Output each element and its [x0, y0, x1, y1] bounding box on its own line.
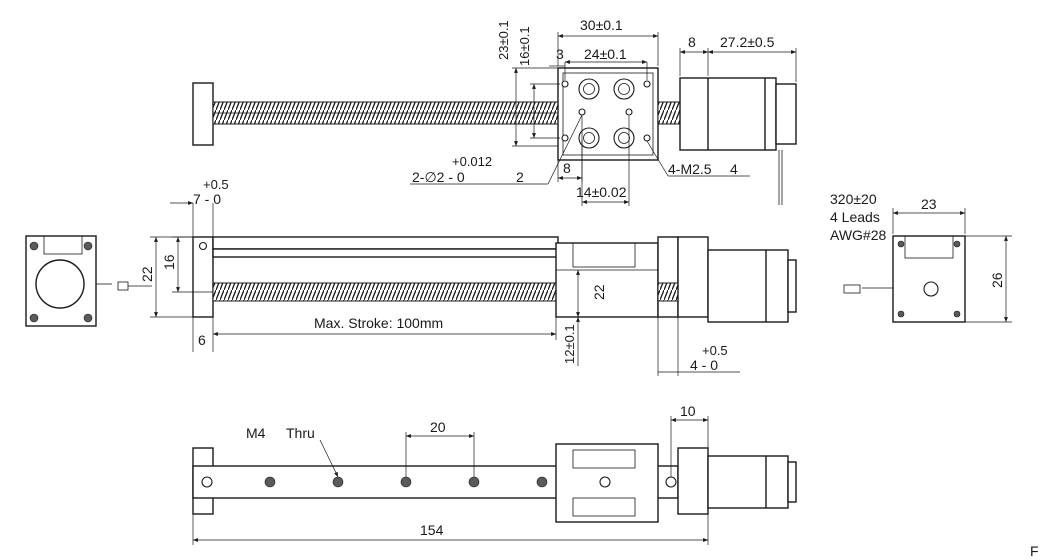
dim-edge-3: 3 [556, 46, 564, 62]
dim-offset-8: 8 [563, 160, 571, 176]
cable-gauge: AWG#28 [830, 227, 886, 243]
top-view: 30±0.1 8 27.2±0.5 24±0.1 3 23±0.1 16±0.1… [192, 17, 797, 206]
dim-height-23: 23±0.1 [496, 20, 511, 60]
dim-motor-gap: 8 [688, 34, 696, 50]
dim-tol-left: +0.5 [203, 177, 229, 192]
dim-height-16: 16±0.1 [517, 26, 532, 66]
dim-len-left: 7 - 0 [193, 191, 221, 207]
dim-len-right: 4 - 0 [690, 357, 718, 373]
rail [212, 236, 559, 250]
stepper-motor [707, 249, 789, 323]
mount-hole [613, 78, 635, 100]
dim-height-22-left: 22 [139, 266, 155, 282]
dim-spacing-14: 14±0.02 [576, 184, 627, 200]
dim-hole-spacing: 24±0.1 [584, 46, 627, 62]
end-view: 320±20 4 Leads AWG#28 23 26 [830, 191, 1012, 323]
bottom-view: M4 Thru 20 10 154 [192, 403, 797, 545]
dim-total-154: 154 [420, 522, 444, 538]
dim-pin-label: 2-∅2 - 0 [412, 169, 465, 185]
dim-thread-thru: Thru [286, 425, 315, 441]
cable-length: 320±20 [830, 191, 877, 207]
stepper-motor [679, 77, 777, 151]
dim-offset-12: 12±0.1 [562, 324, 577, 364]
dim-height-16-left: 16 [161, 254, 177, 270]
dim-carriage-22: 22 [591, 284, 607, 300]
end-block-left [192, 82, 214, 146]
dim-width-23: 23 [921, 196, 937, 212]
side-view: +0.5 7 - 0 6 22 16 Max. Stroke: 100mm 22… [25, 177, 797, 376]
end-view-block [892, 235, 966, 323]
mount-hole [578, 127, 600, 149]
dim-pitch-20: 20 [430, 419, 446, 435]
dim-height-26: 26 [989, 272, 1005, 288]
dim-thread-m4: M4 [246, 425, 266, 441]
end-block-right [657, 236, 679, 318]
dim-thread-depth: 4 [730, 161, 738, 177]
mount-hole [578, 78, 600, 100]
carriage [555, 242, 659, 318]
dim-stroke: Max. Stroke: 100mm [314, 315, 443, 331]
mount-hole [613, 127, 635, 149]
motor-flange [35, 259, 85, 309]
carriage-block [557, 67, 659, 161]
dim-motor-len: 27.2±0.5 [720, 34, 775, 50]
dim-pin-tol: +0.012 [452, 154, 492, 169]
dim-end-10: 10 [680, 403, 696, 419]
dim-thickness-6: 6 [198, 332, 206, 348]
dim-width-30: 30±0.1 [580, 17, 623, 33]
dim-thread: 4-M2.5 [668, 161, 712, 177]
page-marker: F [1030, 543, 1039, 559]
cable-leads: 4 Leads [830, 209, 880, 225]
dim-pin-depth: 2 [516, 169, 524, 185]
lead-screw [212, 282, 559, 302]
dim-tol-right: +0.5 [702, 343, 728, 358]
